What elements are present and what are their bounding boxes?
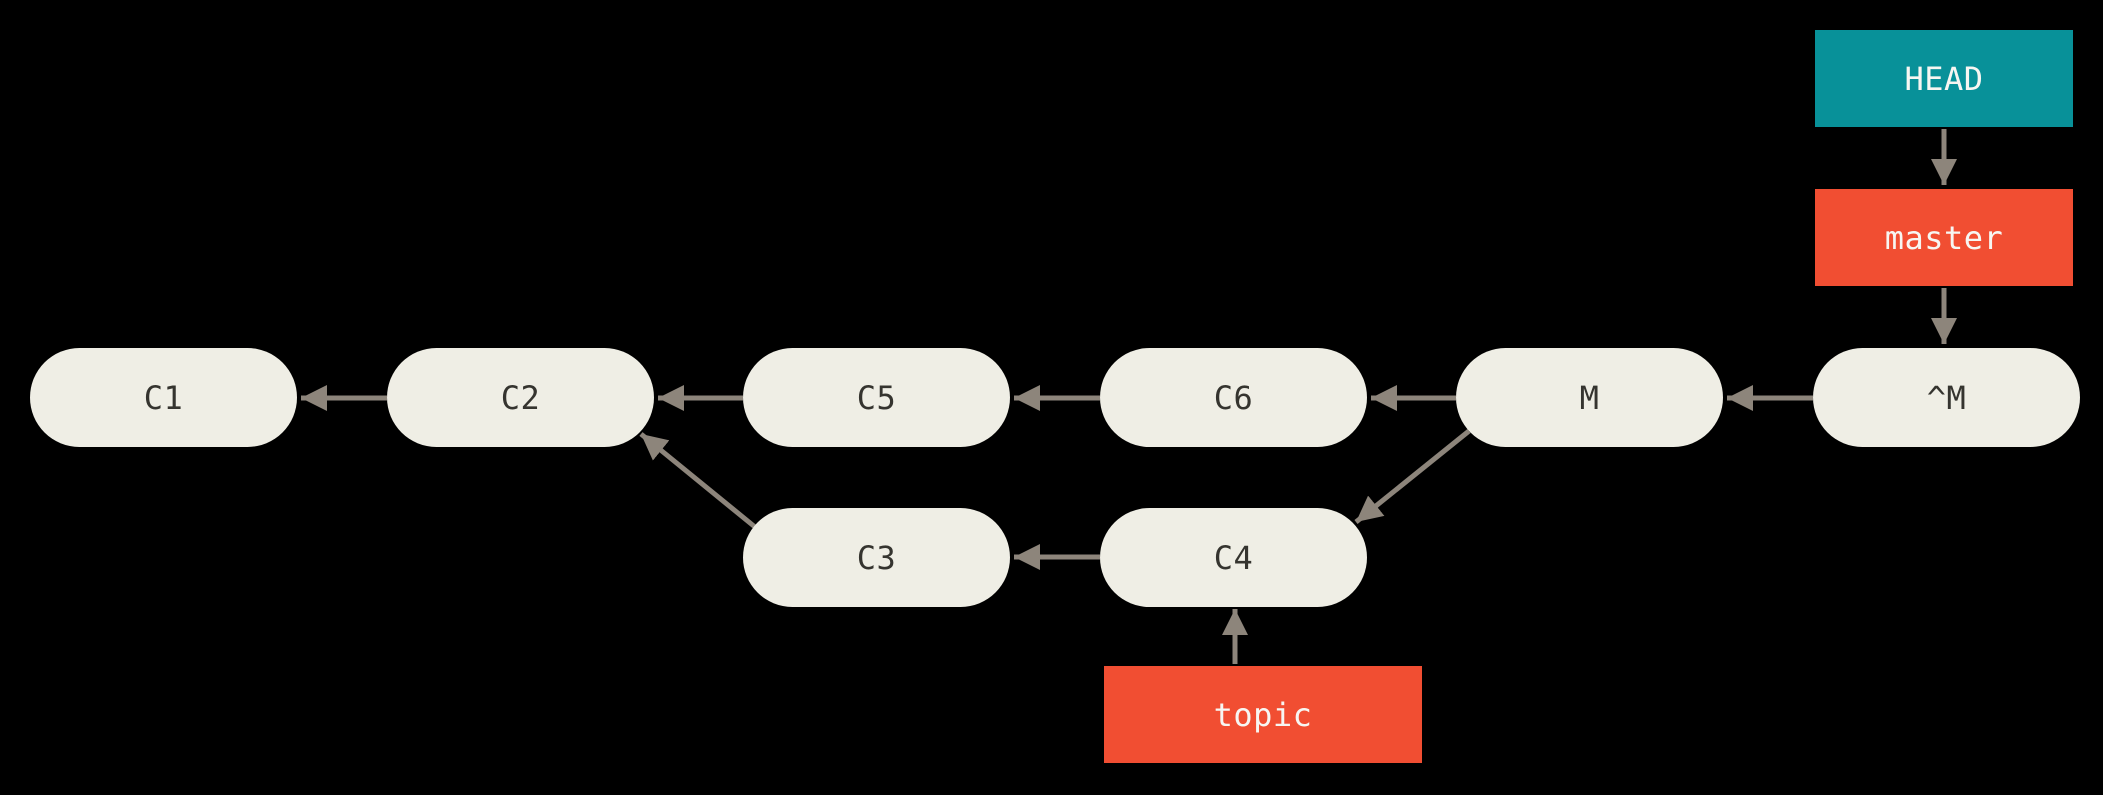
commit-revm-label: ^M (1926, 378, 1967, 417)
branch-topic-label: topic (1213, 695, 1313, 734)
commit-c3-label: C3 (856, 538, 897, 577)
commit-m-label: M (1579, 378, 1600, 417)
commit-c1-label: C1 (143, 378, 184, 417)
edge-m-to-c4-arrow (1354, 429, 1471, 524)
commit-node-c4: C4 (1100, 508, 1367, 607)
branch-master-box: master (1815, 189, 2073, 286)
branch-master-label: master (1884, 218, 2004, 257)
commit-node-m: M (1456, 348, 1723, 447)
commit-c2-label: C2 (500, 378, 541, 417)
head-ref-box: HEAD (1815, 30, 2073, 127)
commit-node-c1: C1 (30, 348, 297, 447)
commit-c4-label: C4 (1213, 538, 1254, 577)
commit-c6-label: C6 (1213, 378, 1254, 417)
commit-node-revm: ^M (1813, 348, 2080, 447)
commit-node-c6: C6 (1100, 348, 1367, 447)
commit-node-c2: C2 (387, 348, 654, 447)
edge-c3-to-c2-arrow (639, 432, 757, 529)
commit-node-c5: C5 (743, 348, 1010, 447)
branch-topic-box: topic (1104, 666, 1422, 763)
head-ref-label: HEAD (1904, 59, 1984, 98)
commit-c5-label: C5 (856, 378, 897, 417)
commit-node-c3: C3 (743, 508, 1010, 607)
